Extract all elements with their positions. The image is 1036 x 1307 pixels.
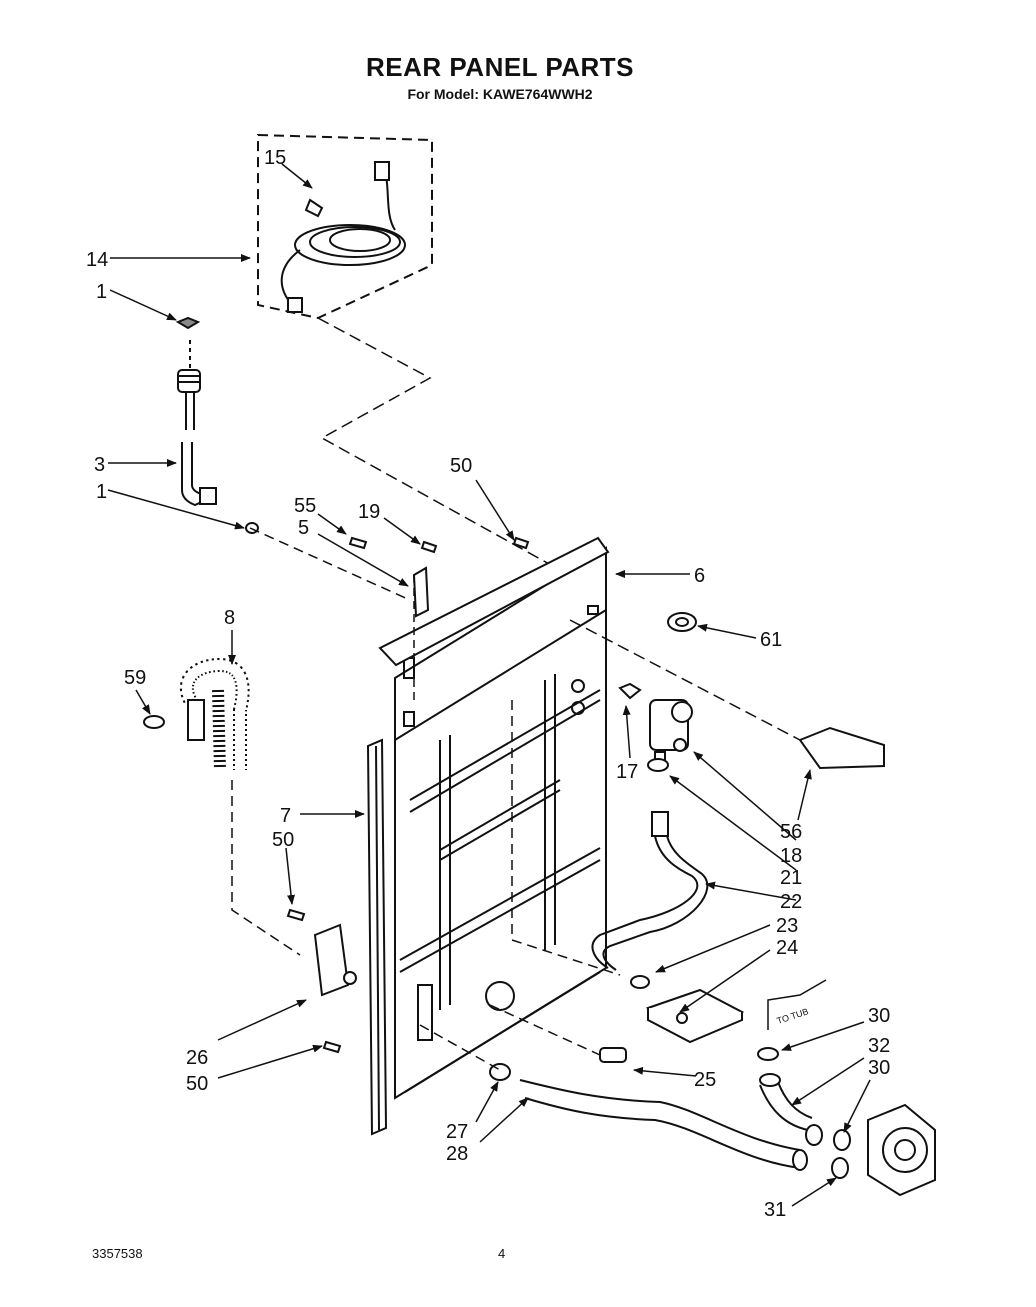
to-tub-label: TO TUB — [776, 1006, 810, 1026]
callout-18: 18 — [780, 845, 802, 867]
drain-hose — [143, 657, 301, 956]
callout-31: 31 — [764, 1199, 786, 1221]
callout-50-top: 50 — [450, 455, 472, 477]
pump — [867, 1103, 936, 1197]
callout-32: 32 — [868, 1035, 890, 1057]
rear-panel — [394, 546, 607, 1100]
cord-leader-line — [317, 317, 561, 571]
callout-26: 26 — [186, 1047, 208, 1069]
power-cord — [280, 161, 406, 313]
callout-17: 17 — [616, 761, 638, 783]
callout-22: 22 — [780, 891, 802, 913]
callout-arrows — [107, 163, 871, 1207]
callout-30-top: 30 — [868, 1005, 890, 1027]
callout-15: 15 — [264, 147, 286, 169]
callout-30-lower: 30 — [868, 1057, 890, 1079]
top-bracket — [378, 536, 610, 667]
callout-6: 6 — [694, 565, 705, 587]
callout-21: 21 — [780, 867, 802, 889]
callout-27: 27 — [446, 1121, 468, 1143]
bracket-56 — [569, 619, 885, 770]
callout-50-bottom: 50 — [186, 1073, 208, 1095]
callout-23: 23 — [776, 915, 798, 937]
drain-clamp-bracket — [313, 923, 357, 997]
document-code: 3357538 — [92, 1246, 143, 1261]
callout-7: 7 — [280, 805, 291, 827]
power-cord-kit-box — [257, 133, 433, 320]
water-valve — [618, 682, 693, 769]
callout-19: 19 — [358, 501, 380, 523]
callout-numbers: 15 14 1 3 1 55 5 19 50 6 61 8 59 17 56 1… — [86, 147, 890, 1221]
callout-56: 56 — [780, 821, 802, 843]
pump-hose — [489, 979, 851, 1179]
part-61 — [667, 612, 697, 632]
callout-28: 28 — [446, 1143, 468, 1165]
callout-8: 8 — [224, 607, 235, 629]
callout-50-mid: 50 — [272, 829, 294, 851]
panel-leader-lines — [419, 700, 621, 1071]
callout-61: 61 — [760, 629, 782, 651]
callout-1-top: 1 — [96, 281, 107, 303]
callout-14: 14 — [86, 249, 108, 271]
callout-1-lower: 1 — [96, 481, 107, 503]
callout-25: 25 — [694, 1069, 716, 1091]
callout-59: 59 — [124, 667, 146, 689]
screws — [286, 536, 530, 1054]
model-subtitle: For Model: KAWE764WWH2 — [407, 86, 593, 102]
callout-55: 55 — [294, 495, 316, 517]
hose-clip-bracket — [412, 566, 430, 700]
callout-24: 24 — [776, 937, 798, 959]
page-number: 4 — [498, 1246, 506, 1261]
side-rail — [366, 738, 388, 1136]
inlet-hose-assembly — [175, 316, 411, 601]
callout-5: 5 — [298, 517, 309, 539]
inlet-tube — [591, 758, 709, 989]
bracket-24 — [645, 988, 745, 1044]
page-title: REAR PANEL PARTS — [365, 52, 635, 82]
callout-3: 3 — [94, 454, 105, 476]
